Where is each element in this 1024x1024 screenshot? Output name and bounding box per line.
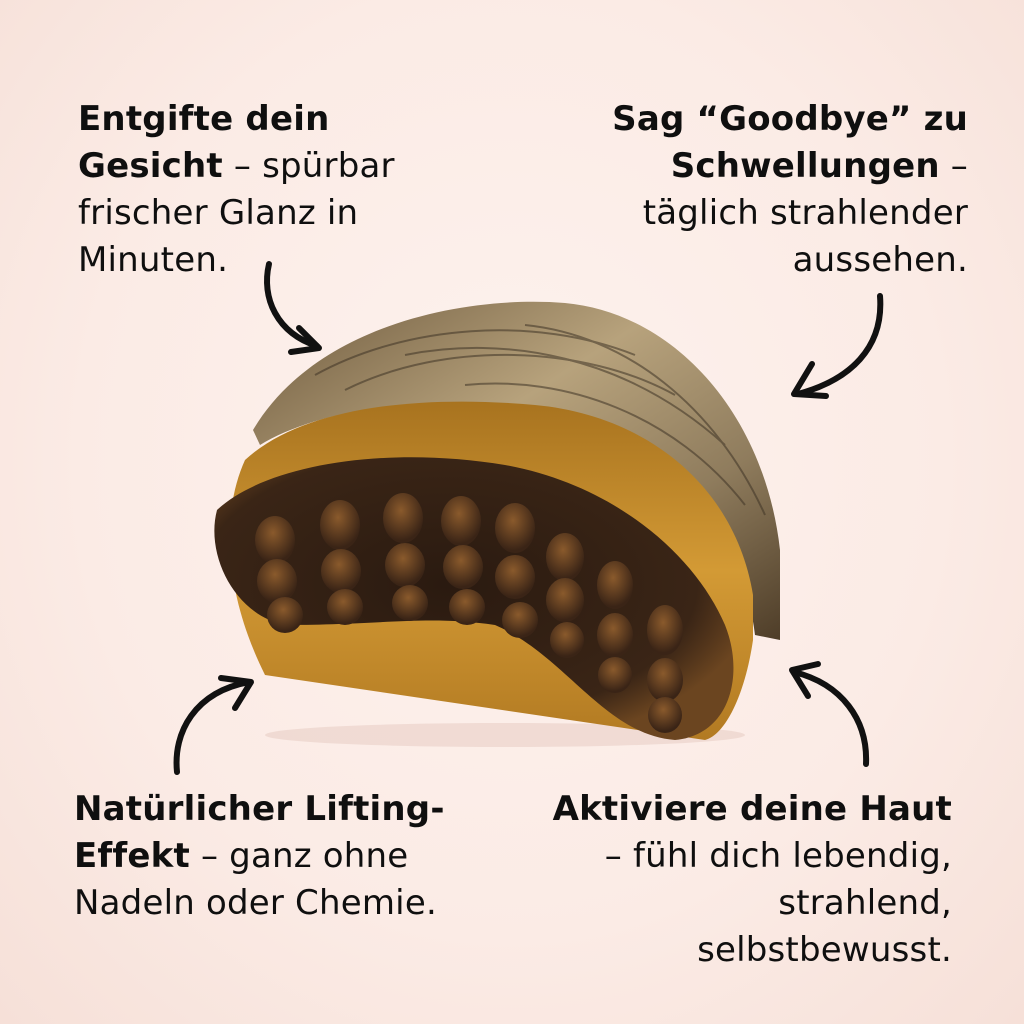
brush-image <box>214 301 780 747</box>
caption-top-right: Sag “Goodbye” zu Schwellungen – täglich … <box>612 99 968 280</box>
caption-bottom-left-bold: Natürlicher Lifting-Effekt <box>74 789 445 876</box>
caption-top-left-text: spürbar frischer Glanz in Minuten. <box>78 146 395 280</box>
caption-top-right-bold: Sag “Goodbye” zu Schwellungen <box>612 99 968 186</box>
arrow-bottom-right-icon <box>789 661 870 767</box>
caption-bottom-right: Aktiviere deine Haut – fühl dich lebendi… <box>552 789 952 970</box>
arrow-top-right-icon <box>791 293 884 399</box>
caption-top-left-bold: Entgifte dein Gesicht <box>78 99 330 186</box>
caption-bottom-left: Natürlicher Lifting-Effekt – ganz ohne N… <box>74 789 445 923</box>
caption-bottom-right-bold: Aktiviere deine Haut <box>552 789 952 829</box>
caption-bottom-right-text: fühl dich lebendig, strahlend, selbstbew… <box>632 836 952 970</box>
arrow-bottom-left-icon <box>173 675 254 775</box>
caption-top-right-text: täglich strahlender aussehen. <box>642 193 968 280</box>
caption-top-left: Entgifte dein Gesicht – spürbar frischer… <box>78 99 395 280</box>
arrow-top-left-icon <box>264 261 322 355</box>
caption-bottom-left-text: ganz ohne Nadeln oder Chemie. <box>74 836 437 923</box>
